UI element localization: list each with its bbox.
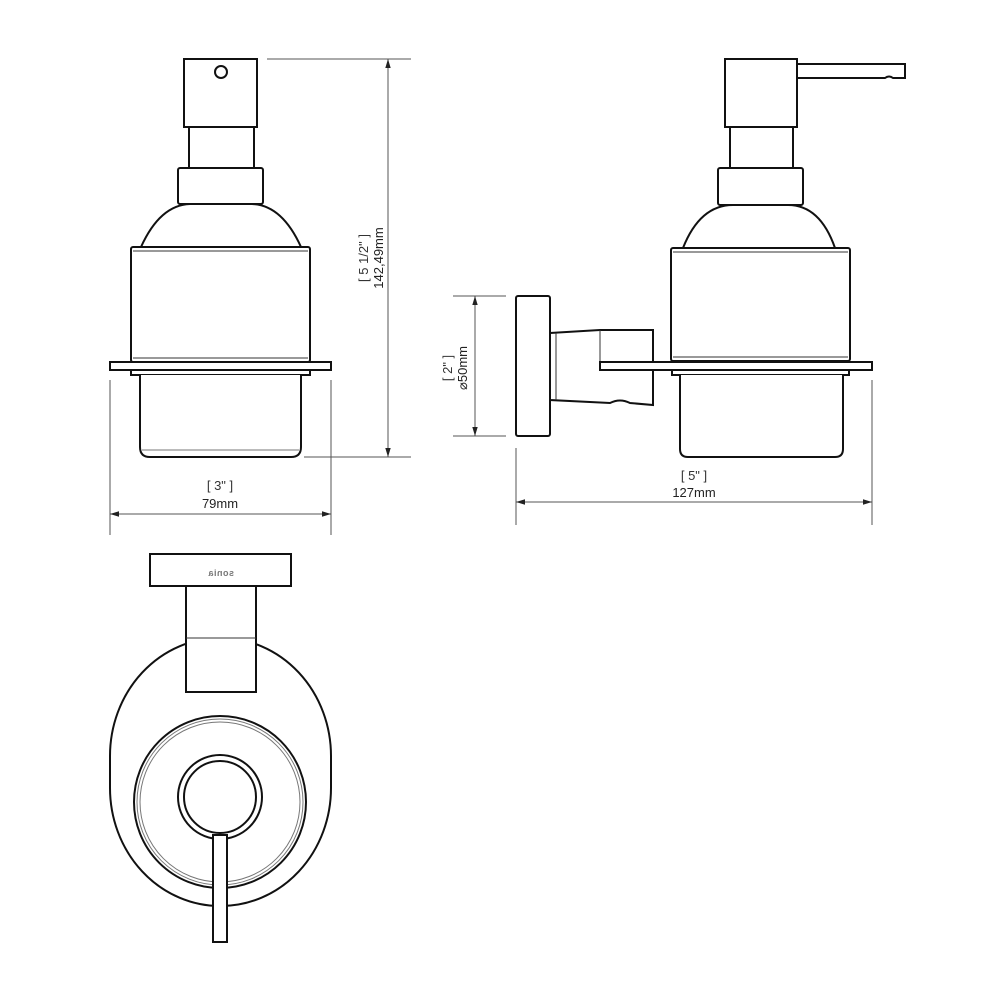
depth-imperial-label: [ 5" ] [681, 468, 707, 483]
brand-logo: sonia [208, 568, 235, 578]
height-metric-label: 142,49mm [371, 227, 386, 288]
width-imperial-label: [ 3" ] [207, 478, 233, 493]
depth-metric-label: 127mm [672, 485, 715, 500]
top-pump-head [183, 760, 257, 834]
side-body [670, 247, 851, 362]
side-pump-head [724, 58, 798, 128]
height-imperial-label: [ 5 1/2" ] [356, 234, 371, 282]
plate-metric-label: ⌀50mm [455, 346, 470, 390]
top-spout [212, 834, 228, 943]
plate-imperial-label: [ 2" ] [440, 355, 455, 381]
front-stem [188, 126, 255, 169]
side-collar [717, 167, 804, 206]
front-body [130, 246, 311, 363]
side-view: [ 2" ] ⌀50mm [ 5" ] 127mm [440, 58, 906, 525]
side-glass [679, 375, 844, 458]
top-neck [185, 585, 257, 693]
side-tray [599, 361, 873, 371]
top-wall-plate [149, 553, 292, 587]
side-wall-plate [515, 295, 551, 437]
top-view: sonia [109, 553, 332, 943]
front-nozzle-hole [214, 65, 228, 79]
front-dome [139, 203, 303, 248]
front-tray [109, 361, 332, 371]
side-stem [729, 126, 794, 169]
front-glass [139, 375, 302, 458]
front-collar [177, 167, 264, 205]
side-spout [796, 63, 906, 79]
side-dome [681, 204, 837, 249]
front-view: [ 5 1/2" ] 142,49mm [ 3" ] 79mm [109, 58, 411, 535]
width-metric-label: 79mm [202, 496, 238, 511]
